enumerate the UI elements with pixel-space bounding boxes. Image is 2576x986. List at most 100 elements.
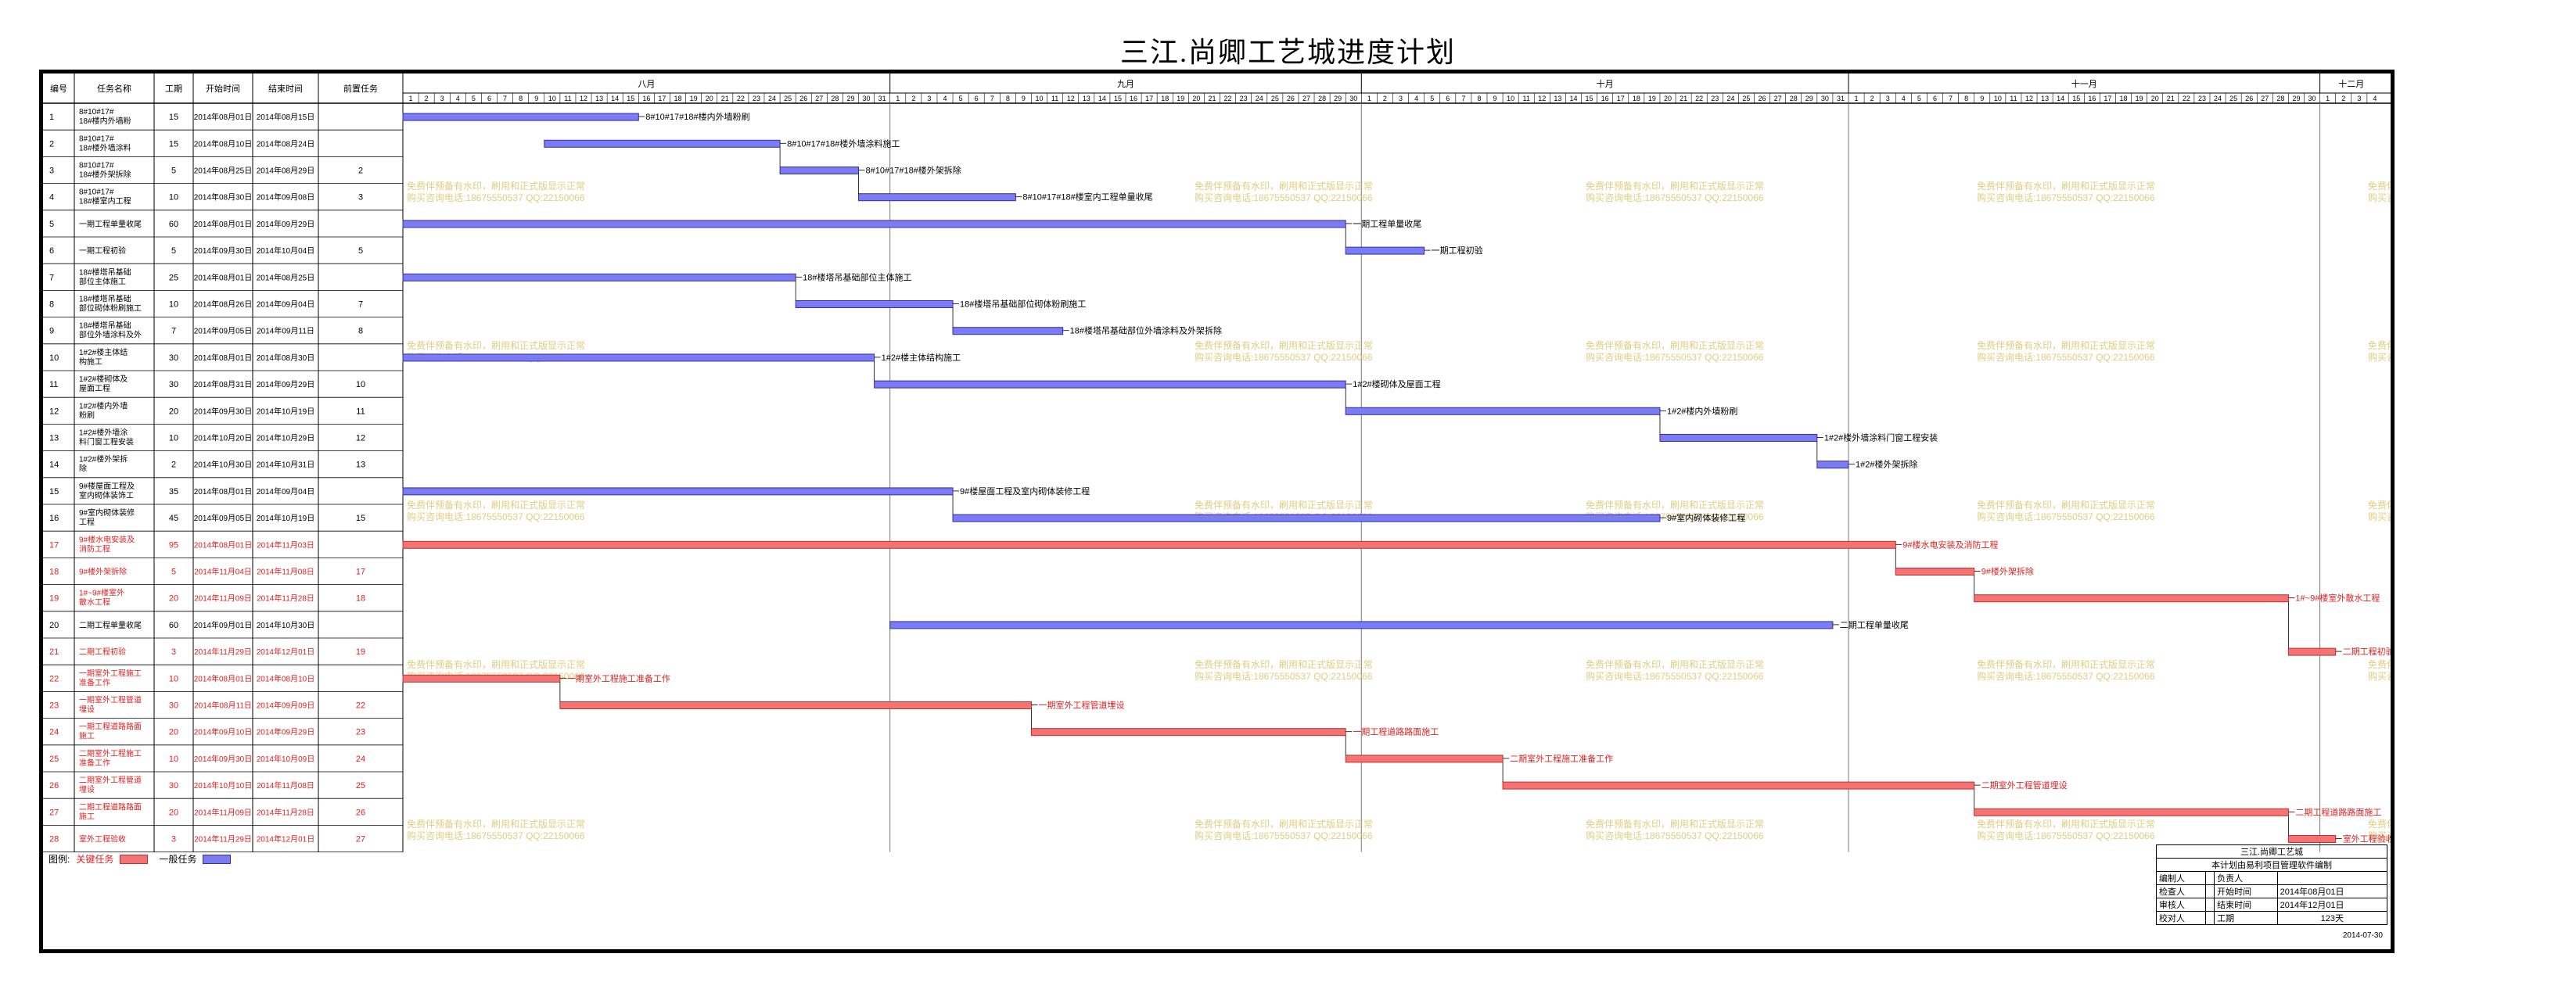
watermark-line: 购买咨询电话:18675550537 QQ:22150066 bbox=[1195, 830, 1373, 841]
cell-task-name: 18#楼室内工程 bbox=[79, 196, 131, 206]
month-label: 十月 bbox=[1597, 78, 1614, 89]
cell-end: 2014年08月10日 bbox=[257, 673, 315, 683]
cell-end: 2014年10月09日 bbox=[257, 754, 315, 764]
cell-task-name: 施工 bbox=[79, 731, 95, 741]
day-label: 2 bbox=[2341, 95, 2345, 102]
cell-start: 2014年11月04日 bbox=[194, 567, 252, 577]
watermark-line: 购买咨询电话:18675550537 QQ:22150066 bbox=[2368, 511, 2391, 522]
day-label: 25 bbox=[784, 95, 792, 102]
cell-end: 2014年08月15日 bbox=[257, 112, 315, 122]
cell-start: 2014年11月29日 bbox=[194, 647, 252, 657]
info-cell: 检查人 bbox=[2155, 884, 2207, 898]
cell-task-name: 二期工程初验 bbox=[79, 647, 126, 657]
day-label: 19 bbox=[690, 95, 698, 102]
cell-task-name: 埋设 bbox=[79, 705, 95, 715]
cell-task-name: 二期室外工程施工 bbox=[79, 748, 142, 758]
day-label: 9 bbox=[1493, 95, 1497, 102]
cell-id: 6 bbox=[49, 246, 54, 256]
day-label: 28 bbox=[1790, 95, 1798, 102]
day-label: 7 bbox=[990, 95, 994, 102]
cell-task-name: 8#10#17# bbox=[79, 108, 114, 117]
gantt-bar bbox=[402, 540, 1896, 549]
project-info-box: 三江.尚卿工艺城 本计划由易利项目管理软件编制 编制人 负责人 检查人 开始时间… bbox=[2155, 844, 2388, 925]
day-label: 11 bbox=[1523, 95, 1530, 102]
info-cell: 结束时间 bbox=[2214, 898, 2278, 912]
cell-end: 2014年09月08日 bbox=[257, 192, 315, 203]
cell-end: 2014年09月09日 bbox=[257, 701, 315, 711]
cell-duration: 25 bbox=[169, 273, 178, 282]
page-title: 三江.尚卿工艺城进度计划 bbox=[1119, 37, 1456, 68]
cell-task-name: 消防工程 bbox=[79, 543, 110, 554]
day-label: 16 bbox=[2088, 95, 2096, 102]
gantt-bar bbox=[402, 487, 954, 496]
day-label: 17 bbox=[2104, 95, 2111, 102]
day-label: 14 bbox=[611, 95, 619, 102]
gantt-bar bbox=[952, 327, 1064, 335]
bar-label: 1#2#楼外墙涂料门窗工程安装 bbox=[1824, 432, 1938, 443]
day-label: 29 bbox=[1334, 95, 1342, 102]
day-label: 2 bbox=[911, 95, 915, 102]
column-header: 任务名称 bbox=[97, 83, 131, 94]
watermark-line: 免费伴预备有水印，刷用和正式版显示正常 bbox=[407, 818, 585, 830]
watermark-line: 免费伴预备有水印，刷用和正式版显示正常 bbox=[407, 499, 585, 511]
day-label: 30 bbox=[1349, 95, 1357, 102]
watermark-line: 免费伴预备有水印，刷用和正式版显示正常 bbox=[1195, 180, 1373, 192]
column-header: 开始时间 bbox=[206, 83, 240, 94]
cell-duration: 35 bbox=[169, 487, 178, 497]
bar-label: 一期室外工程施工准备工作 bbox=[567, 672, 670, 683]
day-label: 1 bbox=[2326, 95, 2330, 102]
cell-predecessor: 22 bbox=[356, 701, 365, 711]
day-label: 6 bbox=[487, 95, 491, 102]
day-label: 2 bbox=[1870, 95, 1874, 102]
watermark-line: 免费伴预备有水印，刷用和正式版显示正常 bbox=[1586, 658, 1764, 670]
cell-task-name: 二期工程道路路面 bbox=[79, 801, 142, 812]
day-label: 6 bbox=[1446, 95, 1450, 102]
cell-start: 2014年11月29日 bbox=[194, 834, 252, 844]
cell-task-name: 施工 bbox=[79, 811, 95, 821]
cell-task-name: 部位主体施工 bbox=[79, 276, 126, 286]
bar-label: 9#楼屋面工程及室内砌体装修工程 bbox=[960, 486, 1090, 497]
cell-id: 10 bbox=[49, 353, 59, 363]
info-cell bbox=[2205, 911, 2215, 925]
cell-duration: 20 bbox=[169, 594, 178, 604]
day-label: 28 bbox=[1318, 95, 1326, 102]
watermark-line: 免费伴预备有水印，刷用和正式版显示正常 bbox=[1977, 499, 2155, 511]
cell-duration: 10 bbox=[169, 755, 178, 764]
day-label: 20 bbox=[1192, 95, 1200, 102]
cell-task-name: 一期室外工程管道 bbox=[79, 695, 142, 705]
day-label: 24 bbox=[1726, 95, 1734, 102]
cell-duration: 20 bbox=[169, 808, 178, 817]
cell-start: 2014年08月26日 bbox=[194, 299, 253, 310]
cell-end: 2014年08月30日 bbox=[257, 353, 315, 363]
cell-end: 2014年09月29日 bbox=[257, 219, 315, 229]
cell-end: 2014年11月03日 bbox=[257, 540, 314, 550]
day-label: 24 bbox=[768, 95, 776, 102]
cell-end: 2014年12月01日 bbox=[257, 647, 315, 657]
cell-task-name: 18#楼塔吊基础 bbox=[79, 267, 131, 277]
day-label: 15 bbox=[1586, 95, 1593, 102]
cell-task-name: 1#2#楼内外墙 bbox=[79, 400, 128, 411]
cell-id: 11 bbox=[49, 380, 58, 389]
gantt-bar bbox=[402, 273, 796, 281]
day-label: 11 bbox=[1051, 95, 1058, 102]
info-table: 三江.尚卿工艺城 本计划由易利项目管理软件编制 编制人 负责人 检查人 开始时间… bbox=[2155, 844, 2388, 925]
day-label: 31 bbox=[878, 95, 886, 102]
day-label: 9 bbox=[1022, 95, 1026, 102]
cell-start: 2014年08月01日 bbox=[194, 673, 253, 683]
cell-predecessor: 8 bbox=[358, 327, 363, 336]
watermark-line: 免费伴预备有水印，刷用和正式版显示正常 bbox=[2368, 180, 2391, 192]
day-label: 8 bbox=[1006, 95, 1010, 102]
day-label: 4 bbox=[456, 95, 460, 102]
gantt-bar bbox=[1502, 781, 1975, 790]
day-label: 20 bbox=[706, 95, 713, 102]
cell-task-name: 18#楼外架拆除 bbox=[79, 170, 131, 180]
day-label: 20 bbox=[1664, 95, 1672, 102]
day-label: 7 bbox=[1949, 95, 1953, 102]
gantt-bar bbox=[858, 193, 1016, 202]
info-project: 三江.尚卿工艺城 bbox=[2156, 844, 2387, 859]
column-header: 编号 bbox=[50, 83, 67, 94]
cell-id: 26 bbox=[49, 781, 59, 791]
cell-task-name: 一期工程单量收尾 bbox=[79, 219, 142, 229]
cell-task-name: 二期室外工程管道 bbox=[79, 775, 142, 785]
